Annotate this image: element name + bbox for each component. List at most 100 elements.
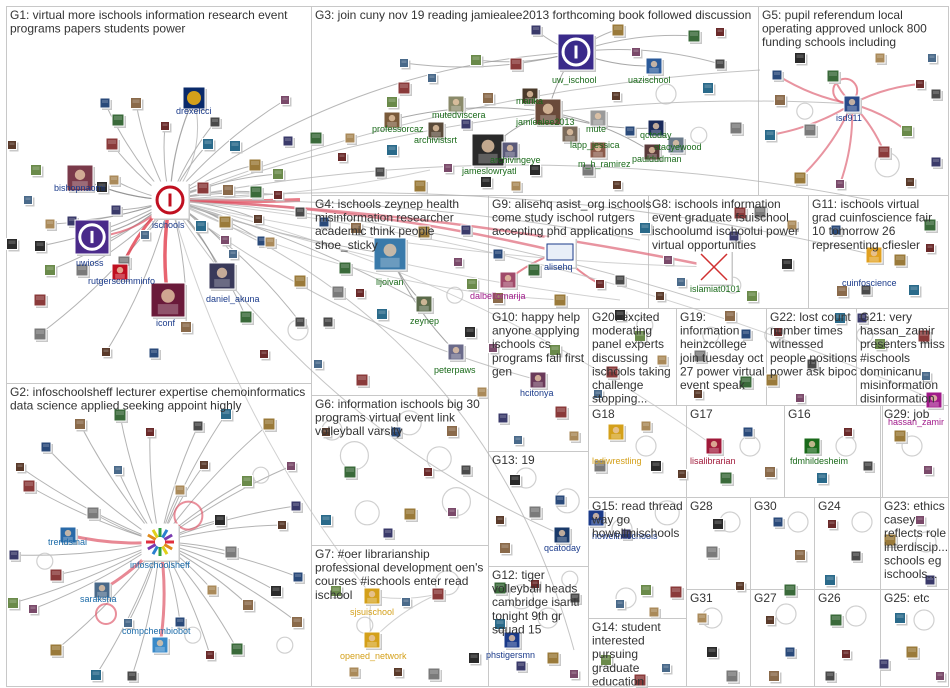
node[interactable] (488, 343, 500, 355)
node[interactable] (620, 528, 633, 541)
node[interactable] (494, 618, 508, 632)
node[interactable] (214, 514, 228, 528)
node[interactable] (612, 180, 624, 192)
node[interactable] (205, 650, 217, 662)
node[interactable] (705, 545, 720, 560)
node[interactable] (468, 652, 482, 666)
node[interactable] (893, 429, 908, 444)
node[interactable] (753, 205, 768, 220)
node[interactable] (431, 587, 446, 602)
node[interactable] (765, 373, 780, 388)
node[interactable] (229, 140, 243, 154)
node[interactable] (130, 97, 144, 111)
node[interactable] (6, 238, 20, 252)
node[interactable] (96, 181, 110, 195)
node[interactable] (427, 667, 442, 682)
node[interactable] (614, 309, 628, 323)
node-peterpaws[interactable] (447, 343, 466, 362)
node[interactable] (470, 54, 484, 68)
node[interactable] (464, 326, 478, 340)
node[interactable] (330, 585, 344, 599)
node[interactable] (322, 316, 335, 329)
node[interactable] (901, 125, 915, 139)
node[interactable] (905, 645, 920, 660)
node[interactable] (417, 225, 432, 240)
node[interactable] (30, 164, 44, 178)
node[interactable] (248, 158, 263, 173)
node[interactable] (174, 484, 187, 497)
node[interactable] (693, 389, 705, 401)
node[interactable] (293, 274, 308, 289)
node[interactable] (344, 132, 357, 145)
node-ischools[interactable] (151, 181, 190, 220)
node[interactable] (111, 113, 126, 128)
node[interactable] (270, 585, 284, 599)
node[interactable] (862, 460, 875, 473)
node[interactable] (499, 542, 513, 556)
node[interactable] (860, 284, 873, 297)
node[interactable] (874, 52, 887, 65)
node[interactable] (174, 616, 187, 629)
node[interactable] (925, 243, 937, 255)
node[interactable] (239, 310, 254, 325)
node[interactable] (460, 224, 473, 237)
node[interactable] (774, 94, 788, 108)
node[interactable] (648, 606, 661, 619)
node[interactable] (624, 125, 637, 138)
node[interactable] (908, 284, 922, 298)
node[interactable] (728, 230, 741, 243)
node[interactable] (218, 215, 233, 230)
node[interactable] (877, 145, 892, 160)
node[interactable] (113, 408, 128, 423)
node[interactable] (321, 427, 333, 439)
node[interactable] (447, 507, 459, 519)
node-archivistsrt[interactable] (427, 121, 446, 140)
node[interactable] (403, 507, 418, 522)
node[interactable] (772, 516, 785, 529)
node[interactable] (824, 574, 838, 588)
node[interactable] (894, 612, 908, 626)
node[interactable] (554, 405, 569, 420)
node-m_h_ramirez[interactable] (589, 141, 608, 160)
node[interactable] (549, 344, 563, 358)
node[interactable] (593, 389, 605, 401)
node[interactable] (677, 469, 689, 481)
node[interactable] (650, 460, 664, 474)
node[interactable] (843, 427, 855, 439)
node[interactable] (715, 27, 727, 39)
node[interactable] (794, 52, 808, 66)
node[interactable] (803, 123, 818, 138)
node[interactable] (241, 475, 255, 489)
node[interactable] (242, 599, 256, 613)
node-bishopnaomi[interactable] (66, 164, 95, 193)
node[interactable] (393, 667, 405, 679)
node[interactable] (291, 616, 305, 630)
node[interactable] (806, 358, 819, 371)
node-daniel_akuna[interactable] (208, 262, 237, 291)
node-iconf[interactable] (150, 282, 187, 319)
node[interactable] (921, 371, 933, 383)
node-islamiat0101[interactable] (696, 249, 733, 286)
node[interactable] (15, 462, 27, 474)
node[interactable] (764, 466, 778, 480)
node[interactable] (338, 261, 353, 276)
node[interactable] (480, 176, 494, 190)
node[interactable] (493, 581, 508, 596)
node[interactable] (771, 69, 784, 82)
node[interactable] (331, 285, 346, 300)
node[interactable] (206, 584, 219, 597)
node[interactable] (105, 137, 120, 152)
node[interactable] (228, 249, 240, 261)
node[interactable] (917, 329, 932, 344)
node[interactable] (784, 646, 797, 659)
node[interactable] (764, 129, 778, 143)
node[interactable] (530, 24, 543, 37)
node[interactable] (8, 549, 21, 562)
node[interactable] (443, 163, 455, 175)
node[interactable] (460, 118, 473, 131)
node[interactable] (696, 612, 709, 625)
node[interactable] (706, 646, 720, 660)
node-mute[interactable] (589, 109, 608, 128)
node[interactable] (34, 240, 48, 254)
node[interactable] (783, 583, 798, 598)
